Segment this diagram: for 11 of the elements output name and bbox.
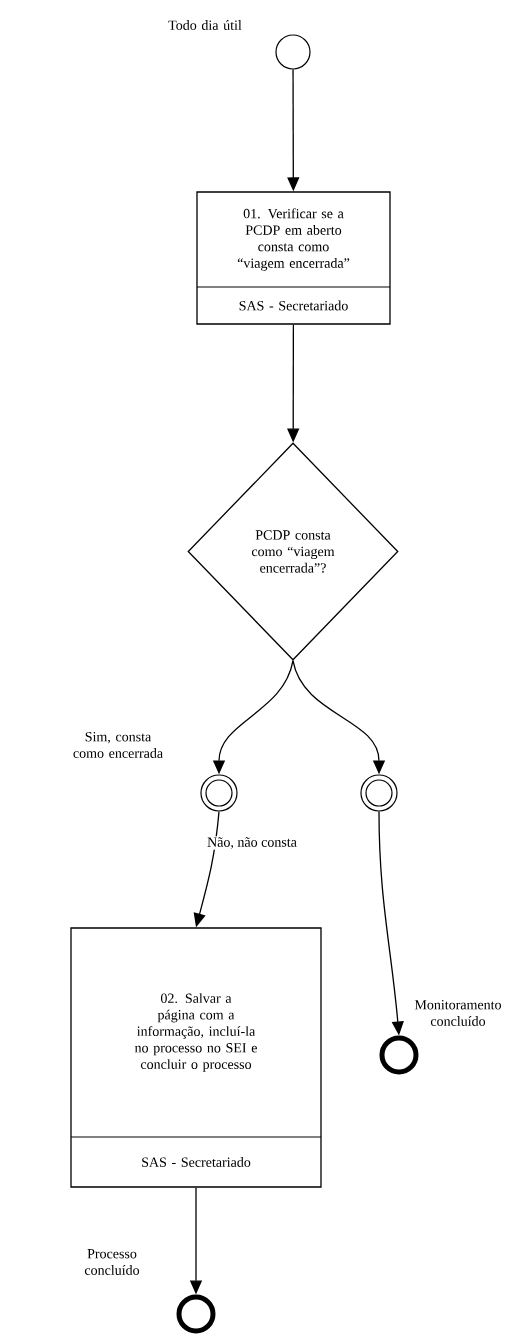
event-label: Todo dia útil bbox=[168, 20, 242, 30]
intermediate-event-circle bbox=[360, 774, 398, 812]
event-label: Processo concluído bbox=[84, 1249, 140, 1275]
end-event-circle bbox=[379, 1035, 419, 1075]
start-event-circle bbox=[275, 34, 311, 70]
task-box: 01. Verificar se a PCDP em aberto consta como “viagem encerrada” SAS - Secretariado bbox=[196, 191, 391, 325]
event-label: Sim, consta como encerrada bbox=[73, 732, 163, 758]
intermediate-event-circle bbox=[200, 774, 238, 812]
branch-label: Não, não consta bbox=[206, 836, 298, 850]
end-event-circle bbox=[176, 1294, 216, 1334]
event-label: Monitoramento concluído bbox=[414, 1000, 501, 1026]
